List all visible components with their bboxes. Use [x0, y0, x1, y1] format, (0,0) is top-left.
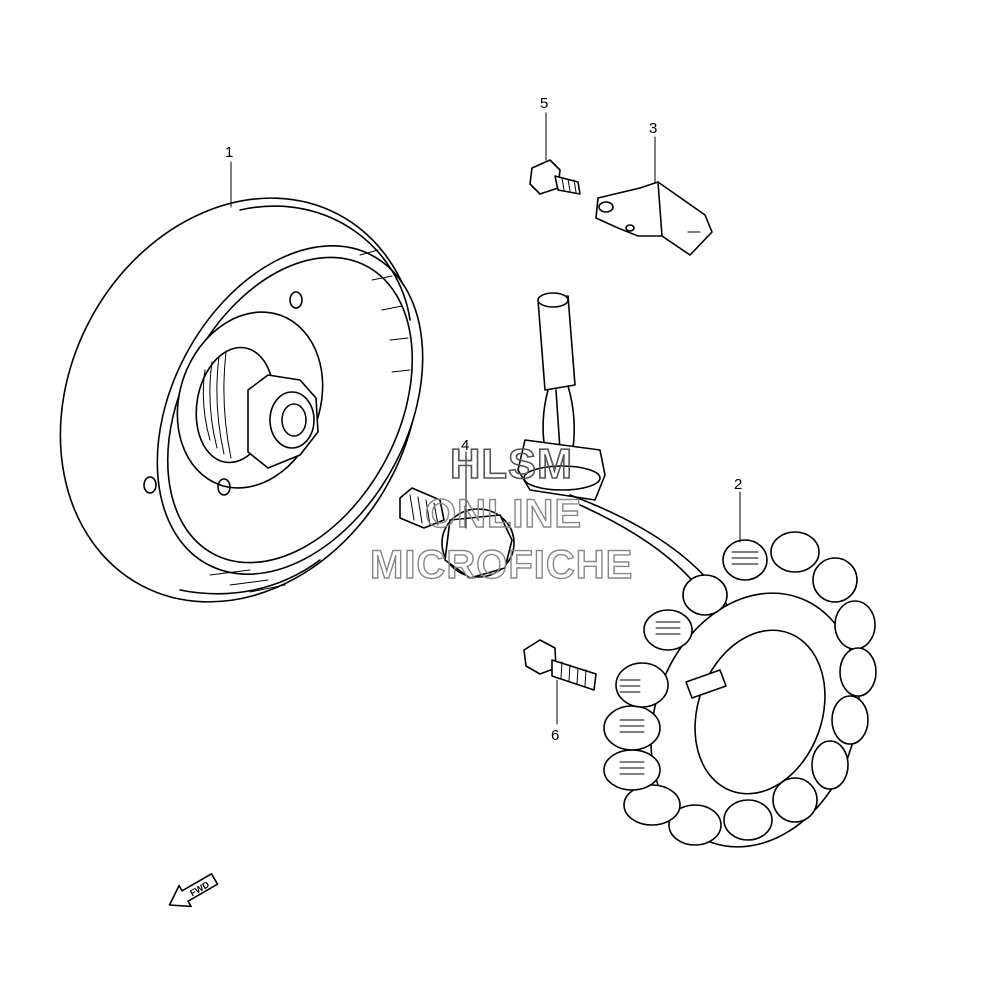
- callout-2: 2: [734, 476, 742, 493]
- callout-3: 3: [649, 120, 657, 137]
- watermark-line-2: ONLINE: [425, 492, 582, 536]
- watermark-line-1: HLSM: [450, 440, 573, 487]
- watermark: HLSM ONLINE MICROFICHE: [369, 439, 633, 588]
- watermark-line-3: MICROFICHE: [370, 543, 633, 587]
- bolt-part-4[interactable]: [399, 487, 515, 579]
- rotor-hub: [195, 346, 319, 469]
- wire-clamp-bracket[interactable]: [595, 181, 713, 256]
- callout-1: 1: [225, 144, 233, 161]
- screw-part-5[interactable]: [529, 159, 581, 195]
- callout-leaders: [230, 112, 741, 725]
- callout-5: 5: [540, 95, 548, 112]
- screw-part-6[interactable]: [523, 639, 597, 691]
- forward-arrow: FWD: [168, 873, 219, 908]
- callout-labels: 1 2 3 4 5 6: [225, 95, 742, 744]
- rotor-flywheel[interactable]: [0, 135, 489, 665]
- stator-coils: [603, 531, 877, 846]
- callout-4: 4: [461, 437, 469, 454]
- callout-6: 6: [551, 727, 559, 744]
- stator-assembly[interactable]: [517, 292, 893, 876]
